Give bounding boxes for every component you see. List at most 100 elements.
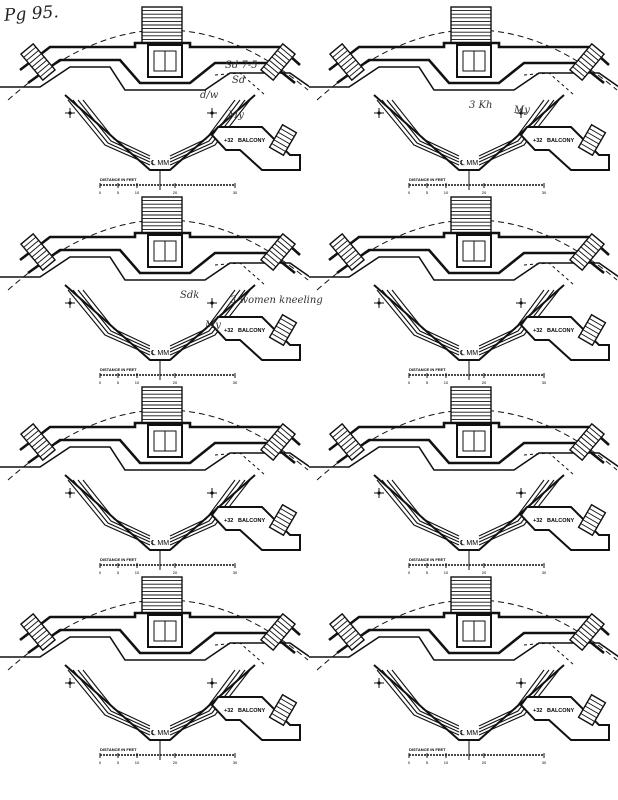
seating-row	[77, 479, 151, 540]
stair-icon	[268, 313, 298, 347]
centerline-label: ℄ MM	[459, 350, 478, 357]
inner-wall	[27, 248, 296, 275]
stair-icon	[259, 232, 297, 272]
stair-icon	[568, 612, 606, 652]
central-chamber	[456, 234, 492, 268]
balcony-label: BALCONY	[547, 138, 575, 144]
outer-wall	[19, 611, 301, 642]
scale-tick-label: 30	[542, 760, 547, 765]
centerline-label: ℄ MM	[150, 540, 169, 547]
stair-icon	[568, 232, 606, 272]
scale-tick-label: 0	[99, 760, 102, 765]
handwritten-note: My	[205, 320, 221, 331]
stair-icon	[19, 42, 57, 82]
scale-tick-label: 0	[99, 570, 102, 575]
seating-row	[169, 479, 241, 540]
stair-icon	[141, 576, 183, 614]
seating-row	[386, 289, 460, 350]
central-chamber	[456, 614, 492, 648]
survey-marker-icon	[374, 678, 384, 688]
seating-row	[72, 289, 151, 353]
handwritten-note: 3 Kh	[469, 100, 493, 111]
stair-icon	[141, 196, 183, 234]
seating-row	[72, 479, 151, 543]
seating-row	[478, 479, 560, 546]
seating-row	[478, 99, 560, 166]
seating-row	[478, 479, 550, 540]
stair-icon	[328, 42, 366, 82]
scale-tick-label: 0	[408, 570, 411, 575]
survey-marker-icon	[65, 678, 75, 688]
seating-row	[67, 669, 151, 736]
seating-row	[386, 479, 460, 540]
stair-icon	[268, 503, 298, 537]
seating-row	[77, 99, 151, 160]
survey-marker-icon	[207, 298, 217, 308]
inner-wall	[336, 248, 605, 275]
seating-row	[478, 669, 550, 730]
centerline-label: ℄ MM	[150, 730, 169, 737]
inner-wall	[27, 438, 296, 465]
survey-marker-icon	[516, 488, 526, 498]
seating-row	[478, 289, 560, 356]
stair-icon	[450, 576, 492, 614]
stair-icon	[259, 42, 297, 82]
seating-row	[67, 479, 151, 546]
seating-row	[376, 289, 460, 356]
scale-tick-label: 5	[117, 190, 120, 195]
scale-tick-label: 10	[135, 190, 140, 195]
seating-row	[67, 99, 151, 166]
svg-text:DISTANCE IN FEET: DISTANCE IN FEET	[409, 557, 446, 562]
balcony-elevation: +32	[224, 708, 233, 714]
outer-wall	[19, 421, 301, 452]
seating-row	[391, 479, 460, 537]
centerline-label: ℄ MM	[459, 160, 478, 167]
stair-icon	[577, 123, 607, 157]
svg-text:DISTANCE IN FEET: DISTANCE IN FEET	[100, 747, 137, 752]
stair-icon	[19, 232, 57, 272]
survey-marker-icon	[207, 678, 217, 688]
centerline-label: ℄ MM	[459, 540, 478, 547]
scale-tick-label: 20	[173, 570, 178, 575]
central-chamber	[456, 424, 492, 458]
survey-marker-icon	[207, 488, 217, 498]
seating-row	[169, 669, 241, 730]
scale-tick-label: 0	[408, 760, 411, 765]
seating-row	[386, 669, 460, 730]
dashed-passage	[523, 642, 575, 666]
balcony-elevation: +32	[224, 518, 233, 524]
seating-row	[381, 479, 460, 543]
stair-icon	[141, 386, 183, 424]
scale-tick-label: 10	[444, 190, 449, 195]
scale-tick-label: 0	[99, 190, 102, 195]
balcony-label: BALCONY	[238, 138, 266, 144]
survey-marker-icon	[516, 678, 526, 688]
stair-icon	[568, 422, 606, 462]
scale-tick-label: 5	[426, 760, 429, 765]
central-chamber	[147, 234, 183, 268]
seating-row	[391, 669, 460, 727]
stair-icon	[328, 612, 366, 652]
balcony-elevation: +32	[533, 328, 542, 334]
seating-row	[169, 99, 251, 166]
seating-row	[381, 669, 460, 733]
balcony-label: BALCONY	[238, 518, 266, 524]
seating-row	[169, 289, 251, 356]
seating-row	[478, 99, 550, 160]
